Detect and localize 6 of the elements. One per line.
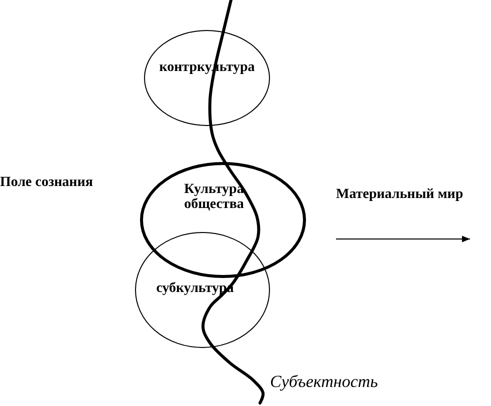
ellipse (140, 162, 306, 278)
field-label: Материальный мир (336, 187, 464, 203)
field-label: Поле сознания (0, 175, 93, 191)
curve-label: Субъектность (270, 372, 378, 392)
ellipse (135, 232, 270, 348)
ellipse (144, 30, 270, 126)
